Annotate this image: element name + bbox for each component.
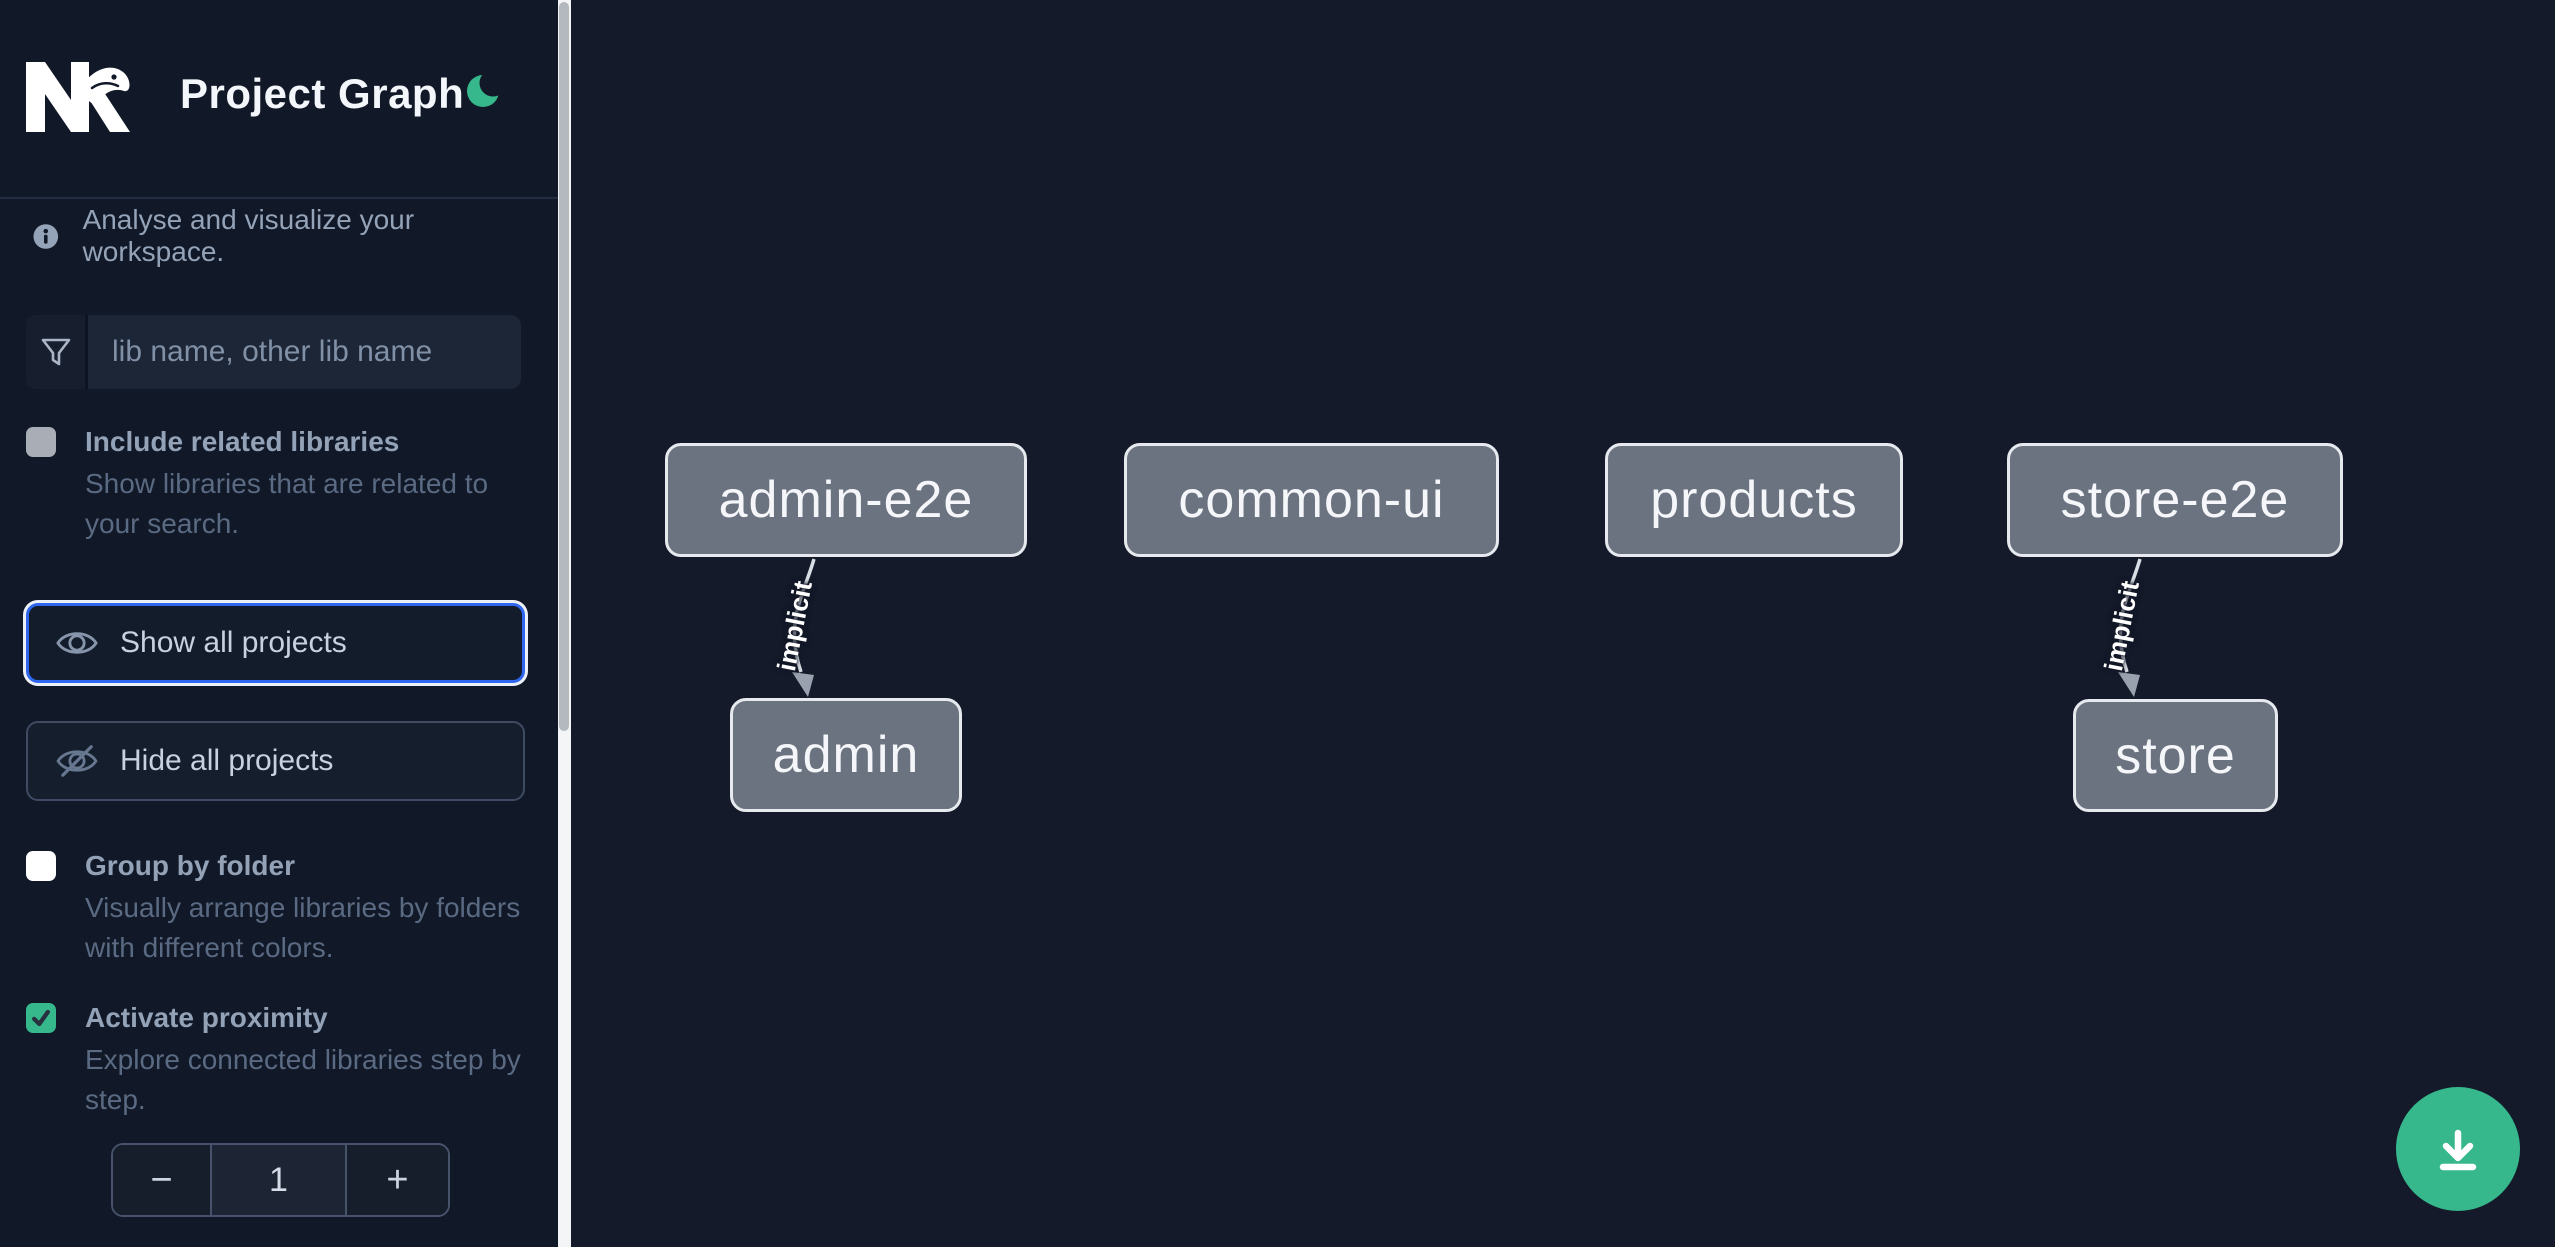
filter-icon-cell xyxy=(26,315,88,389)
activate-proximity-toggle: Activate proximity Explore connected lib… xyxy=(26,1000,536,1120)
edge-admin-e2e-to-admin xyxy=(792,558,816,673)
eye-off-icon xyxy=(56,745,98,777)
download-image-button[interactable] xyxy=(2396,1087,2520,1211)
check-icon xyxy=(31,1009,51,1027)
include-related-description: Show libraries that are related to your … xyxy=(85,468,489,539)
graph-node-store[interactable]: store xyxy=(2073,699,2278,812)
nx-logo xyxy=(26,62,130,132)
graph-node-admin[interactable]: admin xyxy=(730,698,962,812)
show-all-projects-label: Show all projects xyxy=(120,626,347,659)
graph-node-common-ui[interactable]: common-ui xyxy=(1124,443,1499,557)
sidebar-scrollbar-thumb[interactable] xyxy=(559,2,569,731)
include-related-label: Include related libraries xyxy=(85,426,400,457)
sidebar-scrollbar-track xyxy=(558,0,571,1247)
graph-node-admin-e2e[interactable]: admin-e2e xyxy=(665,443,1027,557)
include-related-checkbox[interactable] xyxy=(26,427,56,457)
info-icon xyxy=(33,223,59,249)
graph-node-products[interactable]: products xyxy=(1605,443,1903,557)
show-all-projects-button[interactable]: Show all projects xyxy=(26,603,525,683)
proximity-decrement-button[interactable]: − xyxy=(113,1145,210,1215)
activate-proximity-checkbox[interactable] xyxy=(26,1003,56,1033)
workspace-info-row: Analyse and visualize your workspace. xyxy=(33,204,538,268)
tagline: Analyse and visualize your workspace. xyxy=(82,204,415,267)
activate-proximity-label: Activate proximity xyxy=(85,1002,328,1033)
hide-all-projects-button[interactable]: Hide all projects xyxy=(26,721,525,801)
activate-proximity-description: Explore connected libraries step by step… xyxy=(85,1044,521,1115)
edge-store-arrowhead xyxy=(2118,672,2140,697)
include-related-toggle: Include related libraries Show libraries… xyxy=(26,424,536,544)
proximity-depth-stepper: − 1 + xyxy=(111,1143,450,1217)
graph-canvas[interactable]: implicit implicit admin-e2e common-ui pr… xyxy=(571,0,2555,1247)
filter-input[interactable] xyxy=(88,315,521,389)
proximity-depth-value: 1 xyxy=(210,1145,347,1215)
filter-box xyxy=(26,315,521,389)
group-by-folder-checkbox[interactable] xyxy=(26,851,56,881)
edge-admin-arrowhead xyxy=(792,672,814,697)
page-title: Project Graph xyxy=(180,70,465,117)
group-by-folder-label: Group by folder xyxy=(85,850,295,881)
group-by-folder-toggle: Group by folder Visually arrange librari… xyxy=(26,848,536,968)
edge-store-e2e-to-store xyxy=(2118,558,2142,673)
group-by-folder-description: Visually arrange libraries by folders wi… xyxy=(85,892,521,963)
download-icon xyxy=(2439,1129,2477,1171)
theme-toggle-button[interactable] xyxy=(462,66,508,112)
moon-icon xyxy=(467,69,507,107)
graph-edges xyxy=(792,558,2142,697)
graph-node-store-e2e[interactable]: store-e2e xyxy=(2007,443,2343,557)
sidebar: Project Graph Analyse and visualize your… xyxy=(0,0,558,1247)
hide-all-projects-label: Hide all projects xyxy=(120,744,334,777)
sidebar-header: Project Graph xyxy=(0,0,558,199)
eye-icon xyxy=(56,632,98,654)
proximity-increment-button[interactable]: + xyxy=(347,1145,448,1215)
funnel-icon xyxy=(41,338,70,366)
